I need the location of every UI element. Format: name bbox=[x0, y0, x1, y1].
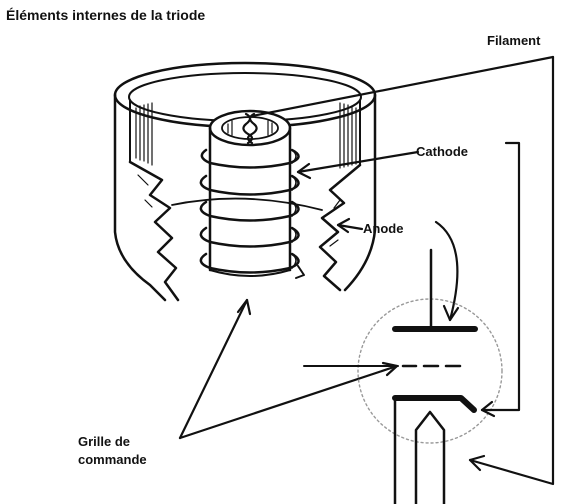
anode-label: Anode bbox=[363, 221, 404, 236]
control-grid-label: Grille de commande bbox=[78, 433, 147, 469]
triode-symbol bbox=[303, 55, 555, 504]
cathode-label: Cathode bbox=[416, 144, 468, 159]
filament-wire bbox=[242, 112, 258, 145]
filament-label: Filament bbox=[487, 33, 541, 48]
cathode-tube bbox=[208, 109, 292, 277]
control-grid-label-line1: Grille de bbox=[78, 434, 131, 449]
diagram-title: Éléments internes de la triode bbox=[6, 7, 206, 23]
control-grid-label-line2: commande bbox=[78, 452, 147, 467]
control-grid-helix bbox=[199, 148, 305, 279]
leader-lines bbox=[178, 55, 555, 440]
